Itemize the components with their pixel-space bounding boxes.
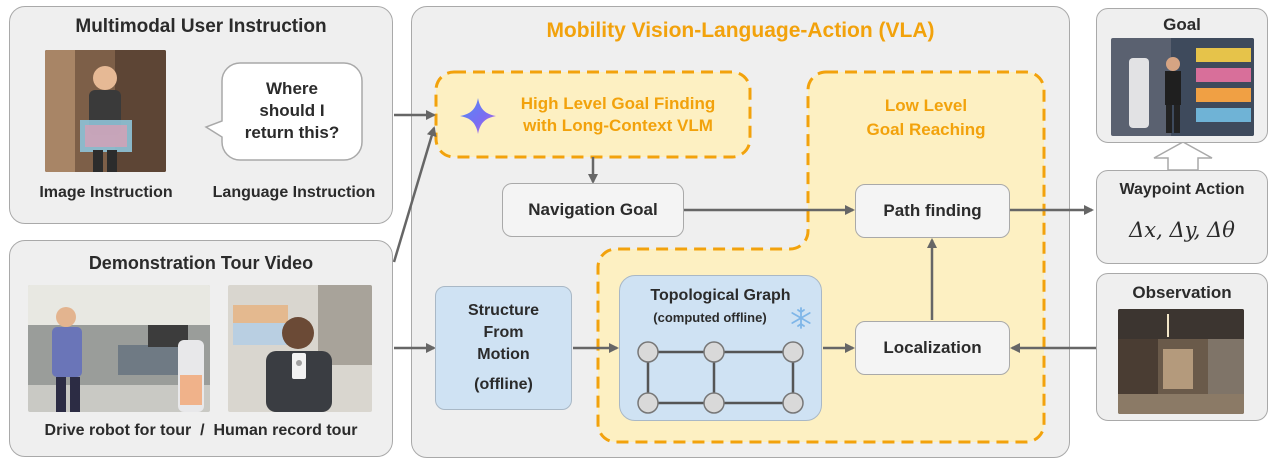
low-level-line-1: Low Level bbox=[884, 96, 968, 115]
language-instruction-caption: Language Instruction bbox=[212, 184, 376, 201]
multimodal-title: Multimodal User Instruction bbox=[75, 16, 327, 37]
sfm-line-4: (offline) bbox=[474, 376, 533, 393]
demo-caption: Drive robot for tour / Human record tour bbox=[44, 422, 358, 439]
goal-title: Goal bbox=[1163, 15, 1201, 34]
sfm-line-2: From bbox=[483, 324, 524, 341]
sfm-node: Structure From Motion (offline) bbox=[435, 286, 572, 410]
image-instruction-caption: Image Instruction bbox=[39, 184, 173, 201]
sfm-line-3: Motion bbox=[477, 346, 530, 363]
waypoint-math: Δx, Δy, Δθ bbox=[1129, 218, 1235, 242]
image-instruction-photo bbox=[45, 50, 166, 172]
topo-subtitle: (computed offline) bbox=[653, 310, 767, 325]
waypoint-title: Waypoint Action bbox=[1119, 181, 1245, 198]
high-level-label: High Level Goal Finding with Long-Contex… bbox=[500, 93, 736, 137]
low-level-label: Low Level Goal Reaching bbox=[826, 94, 1026, 142]
high-level-line-2: with Long-Context VLM bbox=[523, 116, 713, 135]
snowflake-icon bbox=[791, 307, 811, 329]
gemini-sparkle-icon bbox=[460, 98, 496, 134]
speech-line-1: Where bbox=[266, 79, 318, 98]
sfm-line-1: Structure bbox=[467, 302, 540, 319]
topo-title: Topological Graph bbox=[650, 287, 791, 304]
drive-robot-photo bbox=[28, 285, 210, 412]
observation-title: Observation bbox=[1132, 283, 1232, 302]
high-level-line-1: High Level Goal Finding bbox=[520, 94, 716, 113]
waypoint-panel bbox=[1096, 170, 1268, 264]
human-record-photo bbox=[228, 285, 372, 412]
low-level-line-2: Goal Reaching bbox=[866, 120, 986, 139]
vla-title: Mobility Vision-Language-Action (VLA) bbox=[546, 19, 935, 42]
observation-photo bbox=[1118, 309, 1244, 414]
arrow-waypoint-to-goal bbox=[1153, 141, 1213, 171]
localization-node: Localization bbox=[855, 321, 1010, 375]
demo-title: Demonstration Tour Video bbox=[88, 253, 314, 273]
goal-photo bbox=[1111, 38, 1254, 136]
speech-text: Where should I return this? bbox=[222, 78, 362, 144]
speech-line-3: return this? bbox=[244, 123, 340, 142]
navigation-goal-node: Navigation Goal bbox=[502, 183, 684, 237]
speech-line-2: should I bbox=[259, 101, 325, 120]
path-finding-node: Path finding bbox=[855, 184, 1010, 238]
